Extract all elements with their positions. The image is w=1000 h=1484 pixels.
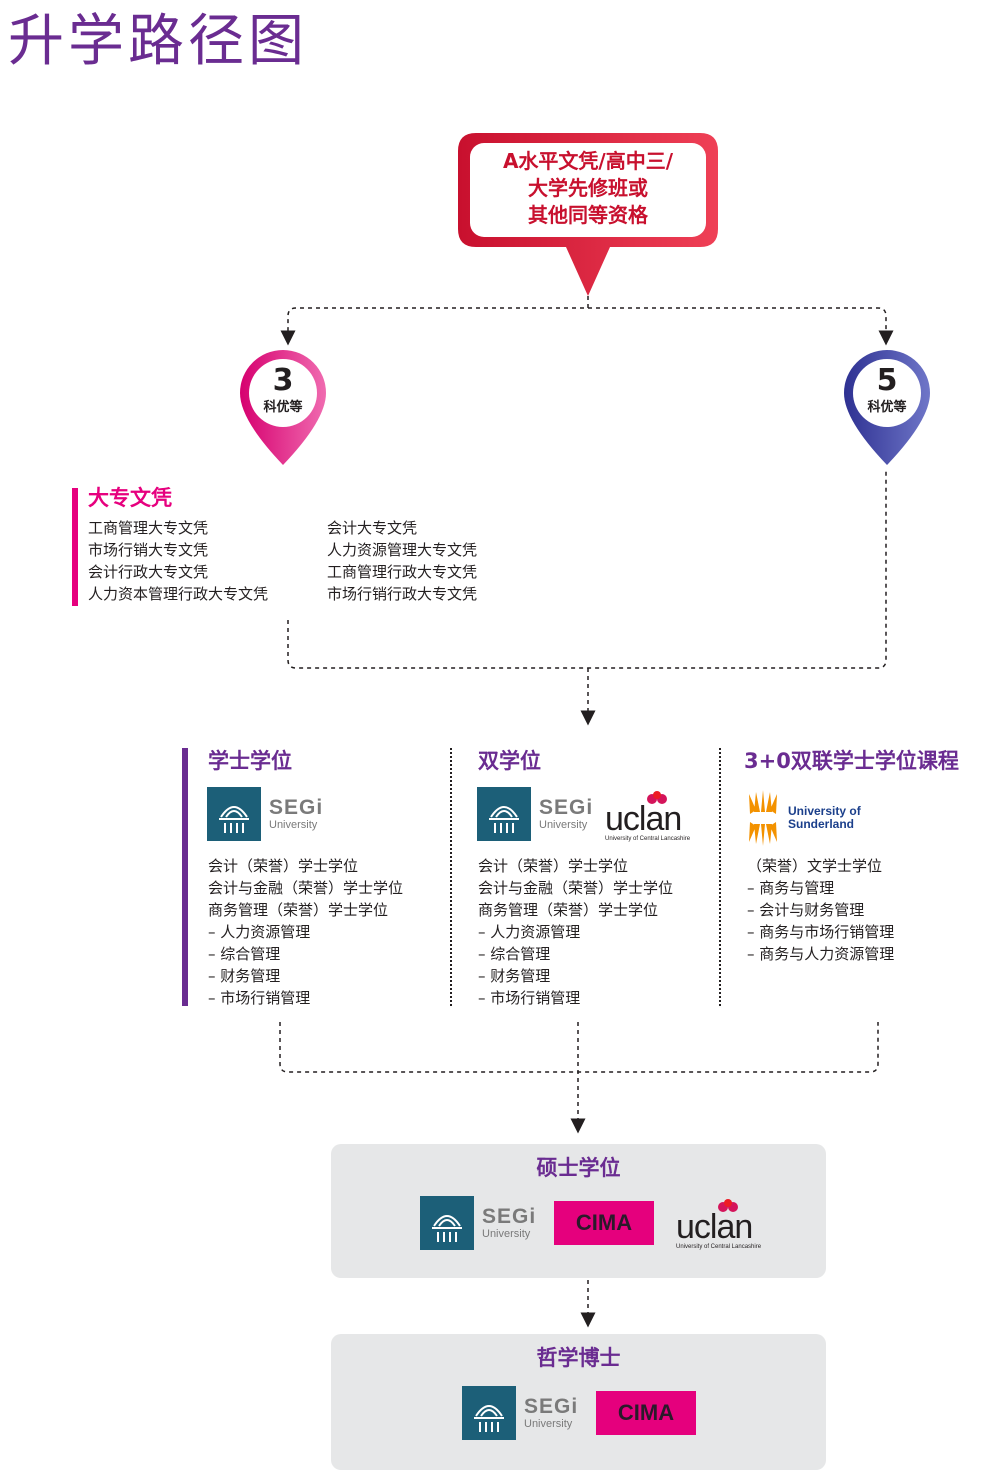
dual-heading: 双学位	[478, 749, 541, 773]
masters-box: 硕士学位 SEGi University CIMA uclan Universi…	[331, 1144, 826, 1278]
segi-emblem-icon	[420, 1196, 474, 1250]
list-item: – 商务与管理	[747, 879, 835, 897]
pin-right-label: 科优等	[867, 400, 907, 415]
list-item: 商务管理（荣誉）学士学位	[478, 901, 659, 919]
sunderland-name-line: University of	[788, 804, 861, 818]
list-item: 会计大专文凭	[327, 519, 418, 537]
pin-left-label: 科优等	[263, 400, 303, 415]
list-item: – 人力资源管理	[208, 923, 311, 941]
entry-line: 大学先修班或	[528, 176, 648, 200]
list-item: 人力资源管理大专文凭	[327, 541, 478, 559]
pin-right: 5 科优等	[853, 363, 921, 415]
list-item: 商务管理（荣誉）学士学位	[208, 901, 389, 919]
list-item: – 财务管理	[208, 967, 281, 985]
uclan-rose-icon	[647, 791, 667, 804]
list-item: 工商管理行政大专文凭	[327, 563, 478, 581]
column-divider	[719, 748, 721, 1006]
list-item: – 商务与人力资源管理	[747, 945, 895, 963]
pin-left: 3 科优等	[249, 363, 317, 415]
dual-list: 会计（荣誉）学士学位 会计与金融（荣誉）学士学位 商务管理（荣誉）学士学位 – …	[478, 855, 673, 1009]
list-item: – 综合管理	[208, 945, 281, 963]
segi-logo: SEGi University	[207, 787, 323, 841]
cima-logo: CIMA	[554, 1201, 654, 1245]
segi-logo: SEGi University	[420, 1196, 536, 1250]
sunderland-name-line: Sunderland	[788, 817, 855, 831]
list-item: 会计与金融（荣誉）学士学位	[478, 879, 674, 897]
list-item: – 综合管理	[478, 945, 551, 963]
uclan-wordmark: uclan	[605, 800, 682, 838]
segi-wordmark: SEGi	[524, 1394, 579, 1418]
uclan-rose-icon	[718, 1199, 738, 1212]
entry-bubble-shape	[458, 133, 718, 296]
list-item: 人力资本管理行政大专文凭	[88, 585, 269, 603]
uclan-logo: uclan University of Central Lancashire	[605, 790, 691, 842]
list-item: 会计（荣誉）学士学位	[208, 857, 359, 875]
entry-line: 其他同等资格	[528, 203, 648, 227]
uclan-logo: uclan University of Central Lancashire	[676, 1198, 762, 1250]
list-item: 市场行销大专文凭	[88, 541, 209, 559]
bachelor-heading: 学士学位	[208, 749, 292, 773]
diploma-accent-bar	[72, 488, 78, 606]
segi-subtitle: University	[269, 818, 318, 831]
list-item: – 市场行销管理	[478, 989, 581, 1007]
segi-emblem-icon	[477, 787, 531, 841]
entry-line: A水平文凭/高中三/	[502, 149, 674, 173]
list-item: （荣誉）文学士学位	[747, 857, 883, 875]
list-item: 工商管理大专文凭	[88, 519, 209, 537]
segi-wordmark: SEGi	[482, 1204, 537, 1228]
twinning-heading: 3+0双联学士学位课程	[744, 749, 959, 773]
uclan-subtitle: University of Central Lancashire	[676, 1244, 762, 1250]
list-item: 会计行政大专文凭	[88, 563, 209, 581]
segi-subtitle: University	[482, 1227, 531, 1240]
list-item: 会计（荣誉）学士学位	[478, 857, 629, 875]
pin-left-number: 3	[272, 363, 294, 398]
segi-subtitle: University	[539, 818, 588, 831]
pin-right-shape	[844, 350, 930, 465]
diploma-list-col1: 工商管理大专文凭 市场行销大专文凭 会计行政大专文凭 人力资本管理行政大专文凭	[88, 517, 268, 605]
list-item: 会计与金融（荣誉）学士学位	[208, 879, 404, 897]
diploma-heading: 大专文凭	[88, 486, 172, 510]
segi-logo: SEGi University	[477, 787, 593, 841]
list-item: – 会计与财务管理	[747, 901, 865, 919]
pin-left-shape	[240, 350, 326, 465]
segi-wordmark: SEGi	[269, 795, 324, 819]
segi-emblem-icon	[207, 787, 261, 841]
column-divider	[450, 748, 452, 1006]
segi-subtitle: University	[524, 1417, 573, 1430]
list-item: – 财务管理	[478, 967, 551, 985]
diploma-list-col2: 会计大专文凭 人力资源管理大专文凭 工商管理行政大专文凭 市场行销行政大专文凭	[327, 517, 477, 605]
twinning-list: （荣誉）文学士学位 – 商务与管理 – 会计与财务管理 – 商务与市场行销管理 …	[747, 855, 894, 965]
sunderland-crest-icon	[749, 790, 777, 846]
masters-heading: 硕士学位	[536, 1156, 621, 1180]
segi-wordmark: SEGi	[539, 795, 594, 819]
segi-logo: SEGi University	[462, 1386, 578, 1440]
sunderland-logo: University of Sunderland	[746, 790, 861, 846]
list-item: – 商务与市场行销管理	[747, 923, 895, 941]
uclan-wordmark: uclan	[676, 1208, 753, 1246]
segi-emblem-icon	[462, 1386, 516, 1440]
uclan-subtitle: University of Central Lancashire	[605, 836, 691, 842]
entry-requirement: A水平文凭/高中三/ 大学先修班或 其他同等资格	[470, 148, 706, 229]
bachelor-accent-bar	[182, 748, 188, 1006]
phd-box: 哲学博士 SEGi University CIMA	[331, 1334, 826, 1470]
list-item: 市场行销行政大专文凭	[327, 585, 478, 603]
pin-right-number: 5	[876, 363, 898, 398]
list-item: – 人力资源管理	[478, 923, 581, 941]
bachelor-list: 会计（荣誉）学士学位 会计与金融（荣誉）学士学位 商务管理（荣誉）学士学位 – …	[208, 855, 403, 1009]
cima-logo: CIMA	[596, 1391, 696, 1435]
list-item: – 市场行销管理	[208, 989, 311, 1007]
phd-heading: 哲学博士	[536, 1346, 621, 1370]
page-title: 升学路径图	[8, 9, 308, 74]
